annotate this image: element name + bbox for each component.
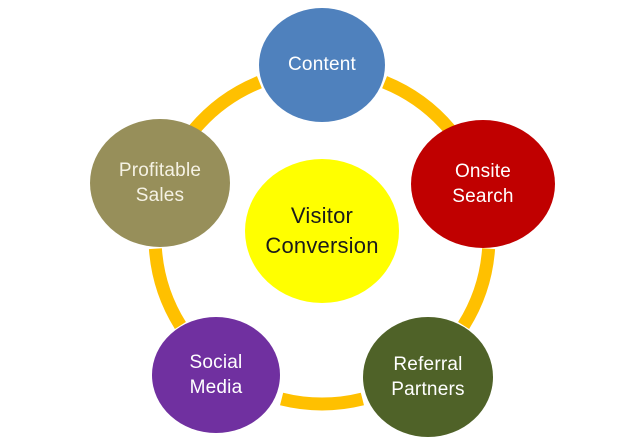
node-onsite-search: Onsite Search [411,120,555,248]
cycle-arc-onsite-to-referral [458,248,496,329]
node-social-media-label: Social Media [189,351,243,398]
cycle-arc-referral-to-social [280,392,364,411]
node-onsite-search-label: Onsite Search [452,160,514,207]
node-visitor-conversion-label: Visitor Conversion [265,203,379,258]
node-content: Content [259,8,385,122]
node-referral-partners: Referral Partners [363,317,493,437]
node-social-media: Social Media [152,317,280,433]
node-visitor-conversion-center: Visitor Conversion [245,159,399,303]
cycle-arc-content-to-onsite [382,76,455,134]
cycle-arc-profitable-to-content [189,76,262,134]
cycle-arc-social-to-profitable [148,248,186,329]
node-referral-partners-label: Referral Partners [391,353,465,400]
node-content-label: Content [288,54,356,76]
node-profitable-sales-label: Profitable Sales [118,159,202,206]
node-profitable-sales: Profitable Sales [90,119,230,247]
